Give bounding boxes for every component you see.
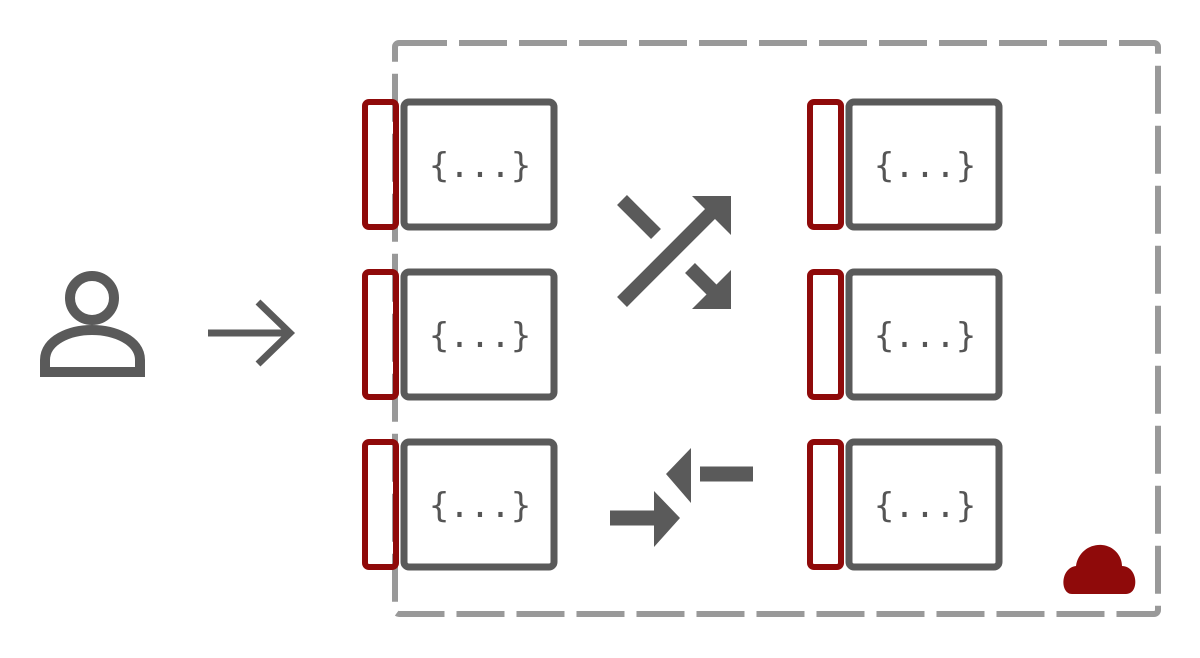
function-code-label: {...}: [429, 316, 531, 356]
function-right-1: {...}: [807, 98, 1003, 231]
function-code-label: {...}: [429, 146, 531, 186]
function-code-label: {...}: [874, 146, 976, 186]
function-box: [845, 438, 1003, 571]
merge-icon: [610, 448, 753, 547]
function-box: [845, 268, 1003, 401]
function-right-3: {...}: [807, 438, 1003, 571]
function-trigger-bar: [362, 269, 399, 400]
function-trigger-bar: [807, 99, 844, 230]
function-trigger-bar: [362, 99, 399, 230]
function-box: [845, 98, 1003, 231]
function-code-label: {...}: [874, 316, 976, 356]
function-left-1: {...}: [362, 98, 558, 231]
arrow-right-icon: [208, 299, 296, 367]
function-code-label: {...}: [874, 486, 976, 526]
function-box: [400, 268, 558, 401]
cloud-icon: [1063, 544, 1136, 594]
function-trigger-bar: [807, 439, 844, 570]
function-code-label: {...}: [429, 486, 531, 526]
function-box: [400, 98, 558, 231]
function-right-2: {...}: [807, 268, 1003, 401]
shuffle-icon: [617, 195, 731, 309]
function-box: [400, 438, 558, 571]
function-trigger-bar: [362, 439, 399, 570]
function-left-2: {...}: [362, 268, 558, 401]
user-icon: [40, 271, 145, 377]
function-trigger-bar: [807, 269, 844, 400]
function-left-3: {...}: [362, 438, 558, 571]
